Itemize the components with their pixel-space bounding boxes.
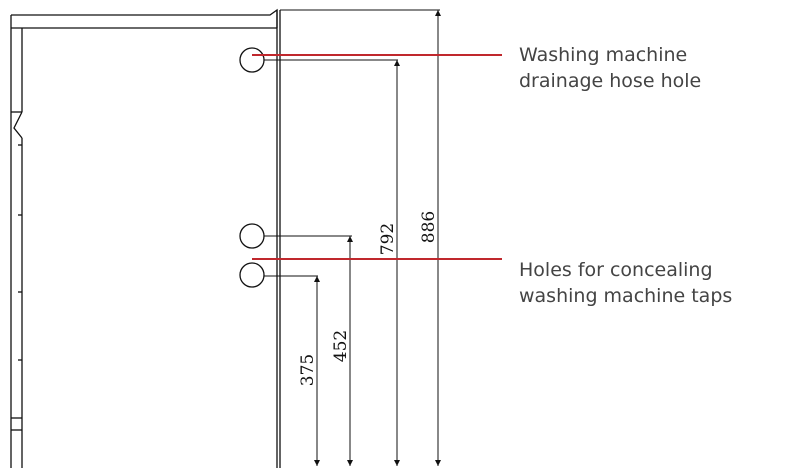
- side-panel: [276, 10, 281, 468]
- callout-taps-line2: washing machine taps: [519, 285, 733, 307]
- callout-taps-line1: Holes for concealing: [519, 259, 713, 281]
- dim-label-452: 452: [331, 330, 351, 362]
- cabinet-outline: [10, 8, 278, 468]
- drain-hose-hole: [239, 47, 265, 73]
- dim-label-375: 375: [298, 354, 318, 386]
- holes: [239, 47, 265, 288]
- leader-lines: [252, 54, 502, 260]
- callout-drain-line2: drainage hose hole: [519, 70, 702, 92]
- callout-drain-line1: Washing machine: [519, 44, 688, 66]
- callout-drain-hose: Washing machine drainage hose hole: [519, 42, 701, 94]
- tap-hole-upper: [239, 223, 265, 249]
- dimension-lines: [314, 10, 441, 466]
- dim-label-792: 792: [378, 223, 398, 255]
- callout-taps: Holes for concealing washing machine tap…: [519, 257, 732, 309]
- dim-label-886: 886: [419, 211, 439, 243]
- tap-hole-lower: [239, 262, 265, 288]
- extension-lines: [264, 9, 440, 277]
